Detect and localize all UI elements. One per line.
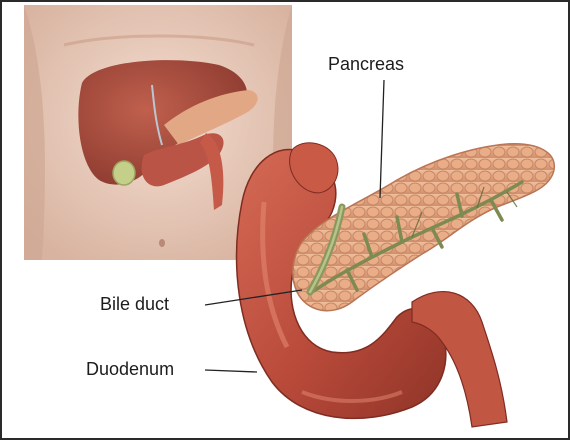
duodenum-leader-line xyxy=(205,370,257,372)
duodenum-label: Duodenum xyxy=(86,359,174,380)
pancreas-label: Pancreas xyxy=(328,54,404,75)
pancreas-leader-line xyxy=(380,80,384,198)
bile-duct-label: Bile duct xyxy=(100,294,169,315)
